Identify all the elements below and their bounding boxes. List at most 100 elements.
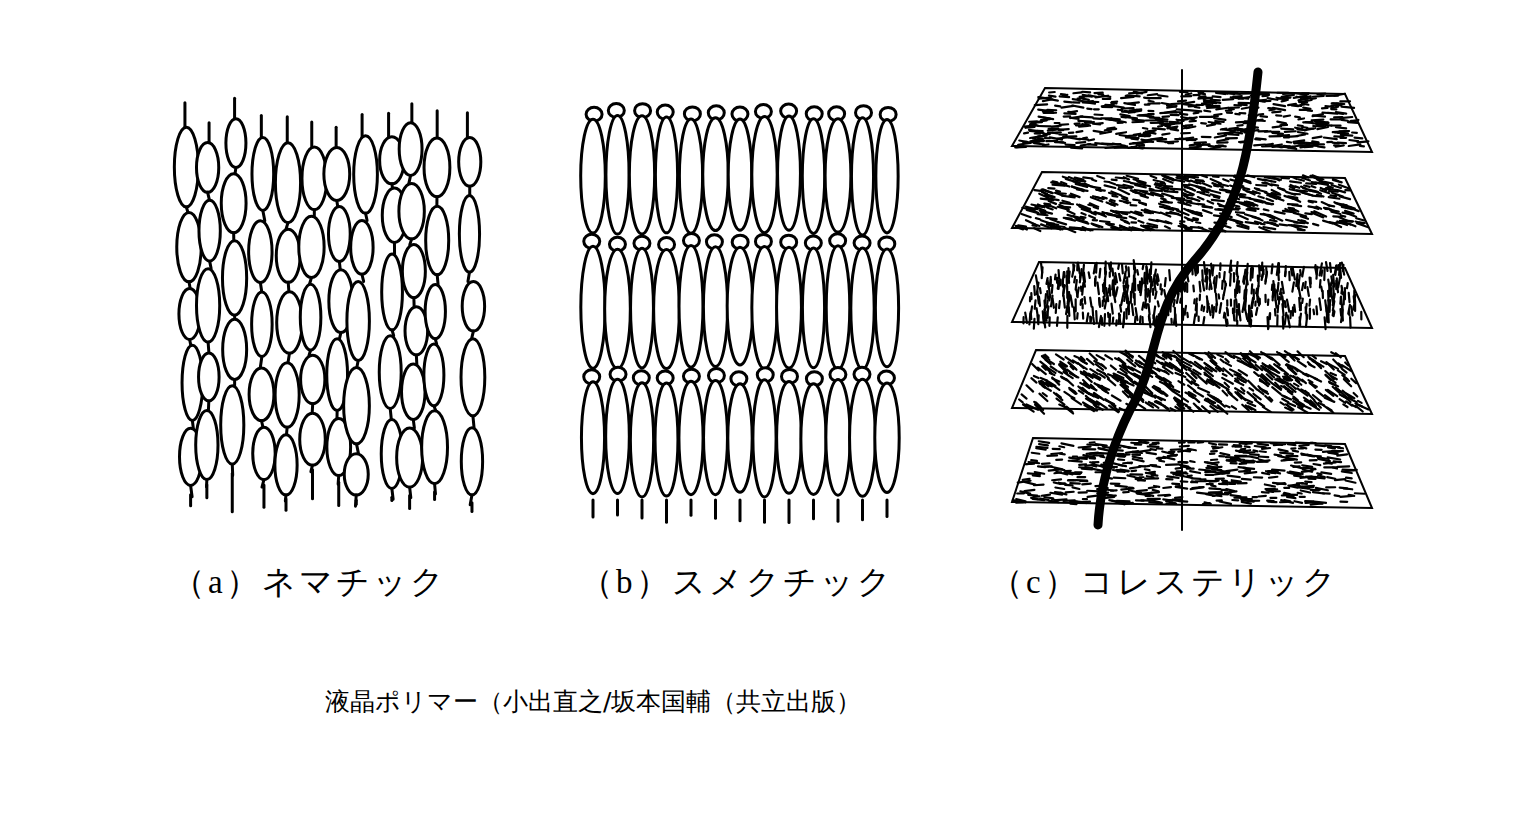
director-dash — [1224, 284, 1226, 295]
molecule-link — [285, 499, 288, 510]
director-dash — [1047, 224, 1054, 225]
director-dash — [1093, 117, 1101, 120]
director-dash — [1066, 316, 1068, 328]
director-dash — [1342, 263, 1344, 275]
director-dash — [1127, 267, 1130, 276]
director-dash — [1130, 217, 1136, 219]
rod-molecule — [252, 292, 273, 357]
director-dash — [1121, 116, 1126, 119]
director-dash — [1295, 128, 1302, 129]
director-dash — [1162, 133, 1169, 134]
director-dash — [1077, 288, 1079, 297]
director-dash — [1351, 120, 1356, 122]
director-dash — [1214, 114, 1221, 115]
director-dash — [1158, 397, 1165, 400]
director-dash — [1275, 301, 1278, 308]
director-dash — [1247, 175, 1254, 177]
director-dash — [1193, 213, 1202, 216]
director-dash — [1155, 185, 1161, 187]
director-dash — [1288, 104, 1296, 105]
director-dash — [1058, 222, 1066, 225]
director-dash — [1302, 192, 1313, 195]
molecule-link — [415, 355, 418, 364]
director-dash — [1293, 305, 1296, 312]
director-dash — [1226, 300, 1228, 305]
molecule-link — [616, 500, 619, 515]
director-dash — [1082, 91, 1090, 94]
director-dash — [1112, 395, 1121, 400]
director-dash — [1111, 102, 1116, 105]
director-dash — [1118, 189, 1129, 194]
molecule-link — [286, 117, 289, 145]
director-dash — [1044, 203, 1050, 206]
director-dash — [1250, 266, 1253, 271]
director-dash — [1030, 139, 1042, 141]
director-dash — [1143, 273, 1146, 283]
director-dash — [1117, 264, 1120, 269]
director-dash — [1203, 183, 1212, 187]
director-dash — [1024, 125, 1036, 126]
director-dash — [1256, 138, 1266, 139]
director-dash — [1164, 200, 1169, 202]
director-dash — [1282, 282, 1284, 293]
director-dash — [1190, 120, 1196, 123]
director-dash — [1046, 311, 1049, 317]
director-dash — [1186, 313, 1189, 317]
director-dash — [1124, 274, 1127, 278]
director-dash — [1203, 206, 1212, 208]
director-dash — [1208, 104, 1213, 107]
rod-molecule — [300, 284, 321, 350]
director-dash — [1254, 143, 1265, 146]
director-dash — [1197, 266, 1199, 272]
director-dash — [1360, 312, 1362, 320]
director-dash — [1055, 304, 1058, 313]
director-dash — [1090, 317, 1093, 321]
director-dash — [1351, 306, 1352, 315]
director-dash — [1312, 190, 1317, 193]
director-dash — [1138, 404, 1145, 409]
director-dash — [1094, 279, 1096, 284]
director-dash — [1105, 185, 1116, 188]
director-dash — [1308, 300, 1311, 306]
director-dash — [1102, 105, 1114, 106]
director-dash — [1264, 209, 1269, 210]
director-dash — [1060, 123, 1068, 126]
director-dash — [1094, 131, 1105, 133]
director-dash — [1106, 288, 1108, 299]
director-dash — [1334, 202, 1341, 205]
director-dash — [1055, 122, 1060, 124]
director-dash — [1227, 111, 1232, 113]
director-dash — [1116, 132, 1126, 134]
director-dash — [1188, 210, 1194, 212]
director-dash — [1131, 204, 1137, 207]
rod-molecule — [196, 143, 218, 193]
director-dash — [1249, 199, 1261, 201]
rod-molecule — [199, 353, 220, 401]
director-dash — [1085, 121, 1094, 124]
director-dash — [1202, 307, 1205, 311]
director-dash — [1323, 221, 1332, 224]
molecule-link — [361, 115, 364, 138]
director-dash — [1105, 298, 1107, 308]
director-dash — [1257, 298, 1260, 302]
director-dash — [1339, 217, 1348, 221]
director-dash — [1282, 317, 1285, 329]
director-dash — [1169, 111, 1182, 113]
director-dash — [1296, 274, 1297, 286]
director-dash — [1143, 127, 1147, 130]
molecule-link — [837, 500, 840, 521]
director-dash — [1282, 296, 1284, 307]
director-dash — [1335, 283, 1337, 289]
director-dash — [1095, 311, 1098, 323]
molecule-link — [470, 503, 473, 512]
director-dash — [1253, 290, 1255, 300]
rod-molecule — [459, 137, 481, 186]
director-dash — [1274, 309, 1277, 315]
director-dash — [1334, 135, 1343, 138]
director-dash — [1109, 285, 1112, 295]
rod-molecule — [461, 339, 485, 416]
director-dash — [1336, 127, 1346, 128]
director-dash — [1107, 313, 1110, 317]
director-dash — [1158, 125, 1162, 128]
director-dash — [1079, 189, 1083, 190]
